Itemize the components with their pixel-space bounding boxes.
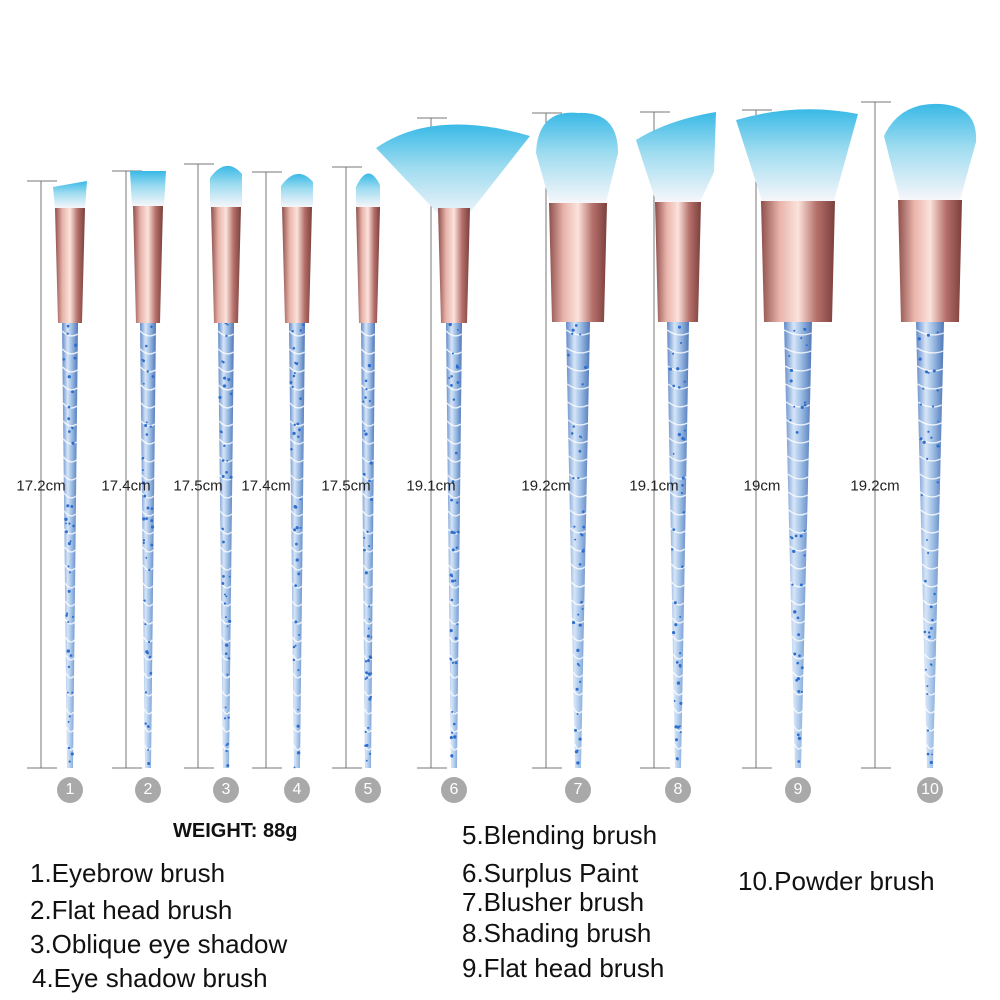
handle-glitter — [218, 321, 233, 768]
legend-item: 9.Flat head brush — [462, 953, 665, 983]
handle-glitter — [141, 325, 155, 766]
brush-handle — [667, 322, 689, 768]
brush-number-badge: 7 — [565, 777, 591, 803]
legend-item: 3.Oblique eye shadow — [30, 929, 288, 959]
legend-item: 2.Flat head brush — [30, 895, 233, 925]
legend-item: 10.Powder brush — [738, 866, 935, 896]
brush-number-badge: 3 — [213, 777, 239, 803]
legend-item: 1.Eyebrow brush — [30, 858, 226, 888]
brush-bristles — [130, 171, 166, 206]
handle-twist — [445, 330, 463, 751]
brush-number-badge: 10 — [917, 777, 943, 803]
handle-twist — [565, 329, 591, 750]
brush-ferrule — [282, 207, 312, 323]
handle-glitter — [788, 327, 808, 763]
brush-handle — [784, 322, 812, 768]
length-guide — [417, 117, 447, 769]
brush-1 — [27, 180, 87, 769]
length-guide — [252, 171, 282, 769]
brush-6 — [376, 117, 530, 769]
brush-bristles — [536, 112, 618, 203]
brush-5 — [332, 166, 380, 769]
handle-glitter — [289, 323, 305, 769]
brush-4 — [252, 171, 313, 769]
brush-bristles — [884, 103, 977, 200]
brush-ferrule — [211, 207, 241, 323]
legend-item: 4.Eye shadow brush — [32, 963, 268, 993]
brush-length-label: 17.2cm — [16, 477, 66, 495]
handle-glitter — [917, 331, 940, 765]
brush-ferrule — [356, 207, 380, 323]
handle-glitter — [668, 325, 686, 761]
handle-glitter — [362, 363, 373, 762]
brush-length-label: 17.4cm — [241, 477, 291, 495]
brush-length-label: 19.2cm — [521, 477, 571, 495]
brush-ferrule — [655, 202, 701, 322]
weight-value: 88g — [263, 820, 298, 842]
brush-ferrule — [438, 208, 470, 323]
legend-item: 6.Surplus Paint — [462, 858, 639, 888]
brush-number-badge: 5 — [355, 777, 381, 803]
weight-label: WEIGHT: — [173, 820, 258, 842]
brush-10 — [861, 101, 977, 769]
legend-item: 5.Blending brush — [462, 820, 658, 850]
length-guide — [27, 180, 57, 769]
handle-twist — [915, 329, 945, 750]
length-guide — [184, 163, 214, 769]
brush-ferrule — [133, 206, 163, 323]
brush-bristles — [53, 181, 87, 208]
length-guide — [532, 112, 562, 769]
handle-twist — [217, 330, 235, 751]
brush-bristles — [356, 173, 380, 207]
handle-twist — [61, 330, 79, 751]
handle-twist — [288, 330, 306, 751]
brush-number-badge: 2 — [135, 777, 161, 803]
brush-length-label: 17.5cm — [321, 477, 371, 495]
legend-item: 8.Shading brush — [462, 918, 652, 948]
length-guide — [742, 109, 772, 769]
brush-number-badge: 8 — [665, 777, 691, 803]
brush-ferrule — [549, 203, 607, 322]
brush-handle — [916, 322, 944, 768]
brush-3 — [184, 163, 242, 769]
brush-2 — [112, 170, 166, 769]
brush-number-badge: 9 — [785, 777, 811, 803]
brush-bristles — [636, 112, 716, 202]
brush-bristles — [736, 109, 858, 201]
brush-number-badge: 1 — [57, 777, 83, 803]
length-guide — [861, 101, 891, 769]
handle-glitter — [448, 322, 460, 758]
handle-glitter — [567, 324, 588, 765]
length-guide — [332, 166, 362, 769]
brush-length-label: 19.1cm — [406, 477, 456, 495]
brush-8 — [636, 111, 716, 769]
brush-bristles — [281, 173, 313, 207]
brush-ferrule — [898, 200, 962, 322]
brush-length-label: 19.2cm — [850, 477, 900, 495]
brush-length-label: 17.4cm — [101, 477, 151, 495]
brush-bristles — [376, 124, 530, 220]
brush-number-badge: 6 — [441, 777, 467, 803]
legend-item: 7.Blusher brush — [462, 887, 645, 917]
brush-9 — [736, 109, 858, 769]
brush-length-label: 17.5cm — [173, 477, 223, 495]
brush-ferrule — [761, 201, 835, 322]
brush-length-label: 19.1cm — [629, 477, 679, 495]
handle-glitter — [62, 324, 78, 763]
brush-number-badge: 4 — [284, 777, 310, 803]
brush-7 — [532, 112, 618, 769]
length-guide — [640, 111, 670, 769]
brush-length-label: 19cm — [743, 477, 781, 495]
weight-info: WEIGHT: 88g — [173, 820, 297, 843]
brush-bristles — [210, 165, 242, 207]
brush-ferrule — [55, 208, 85, 323]
